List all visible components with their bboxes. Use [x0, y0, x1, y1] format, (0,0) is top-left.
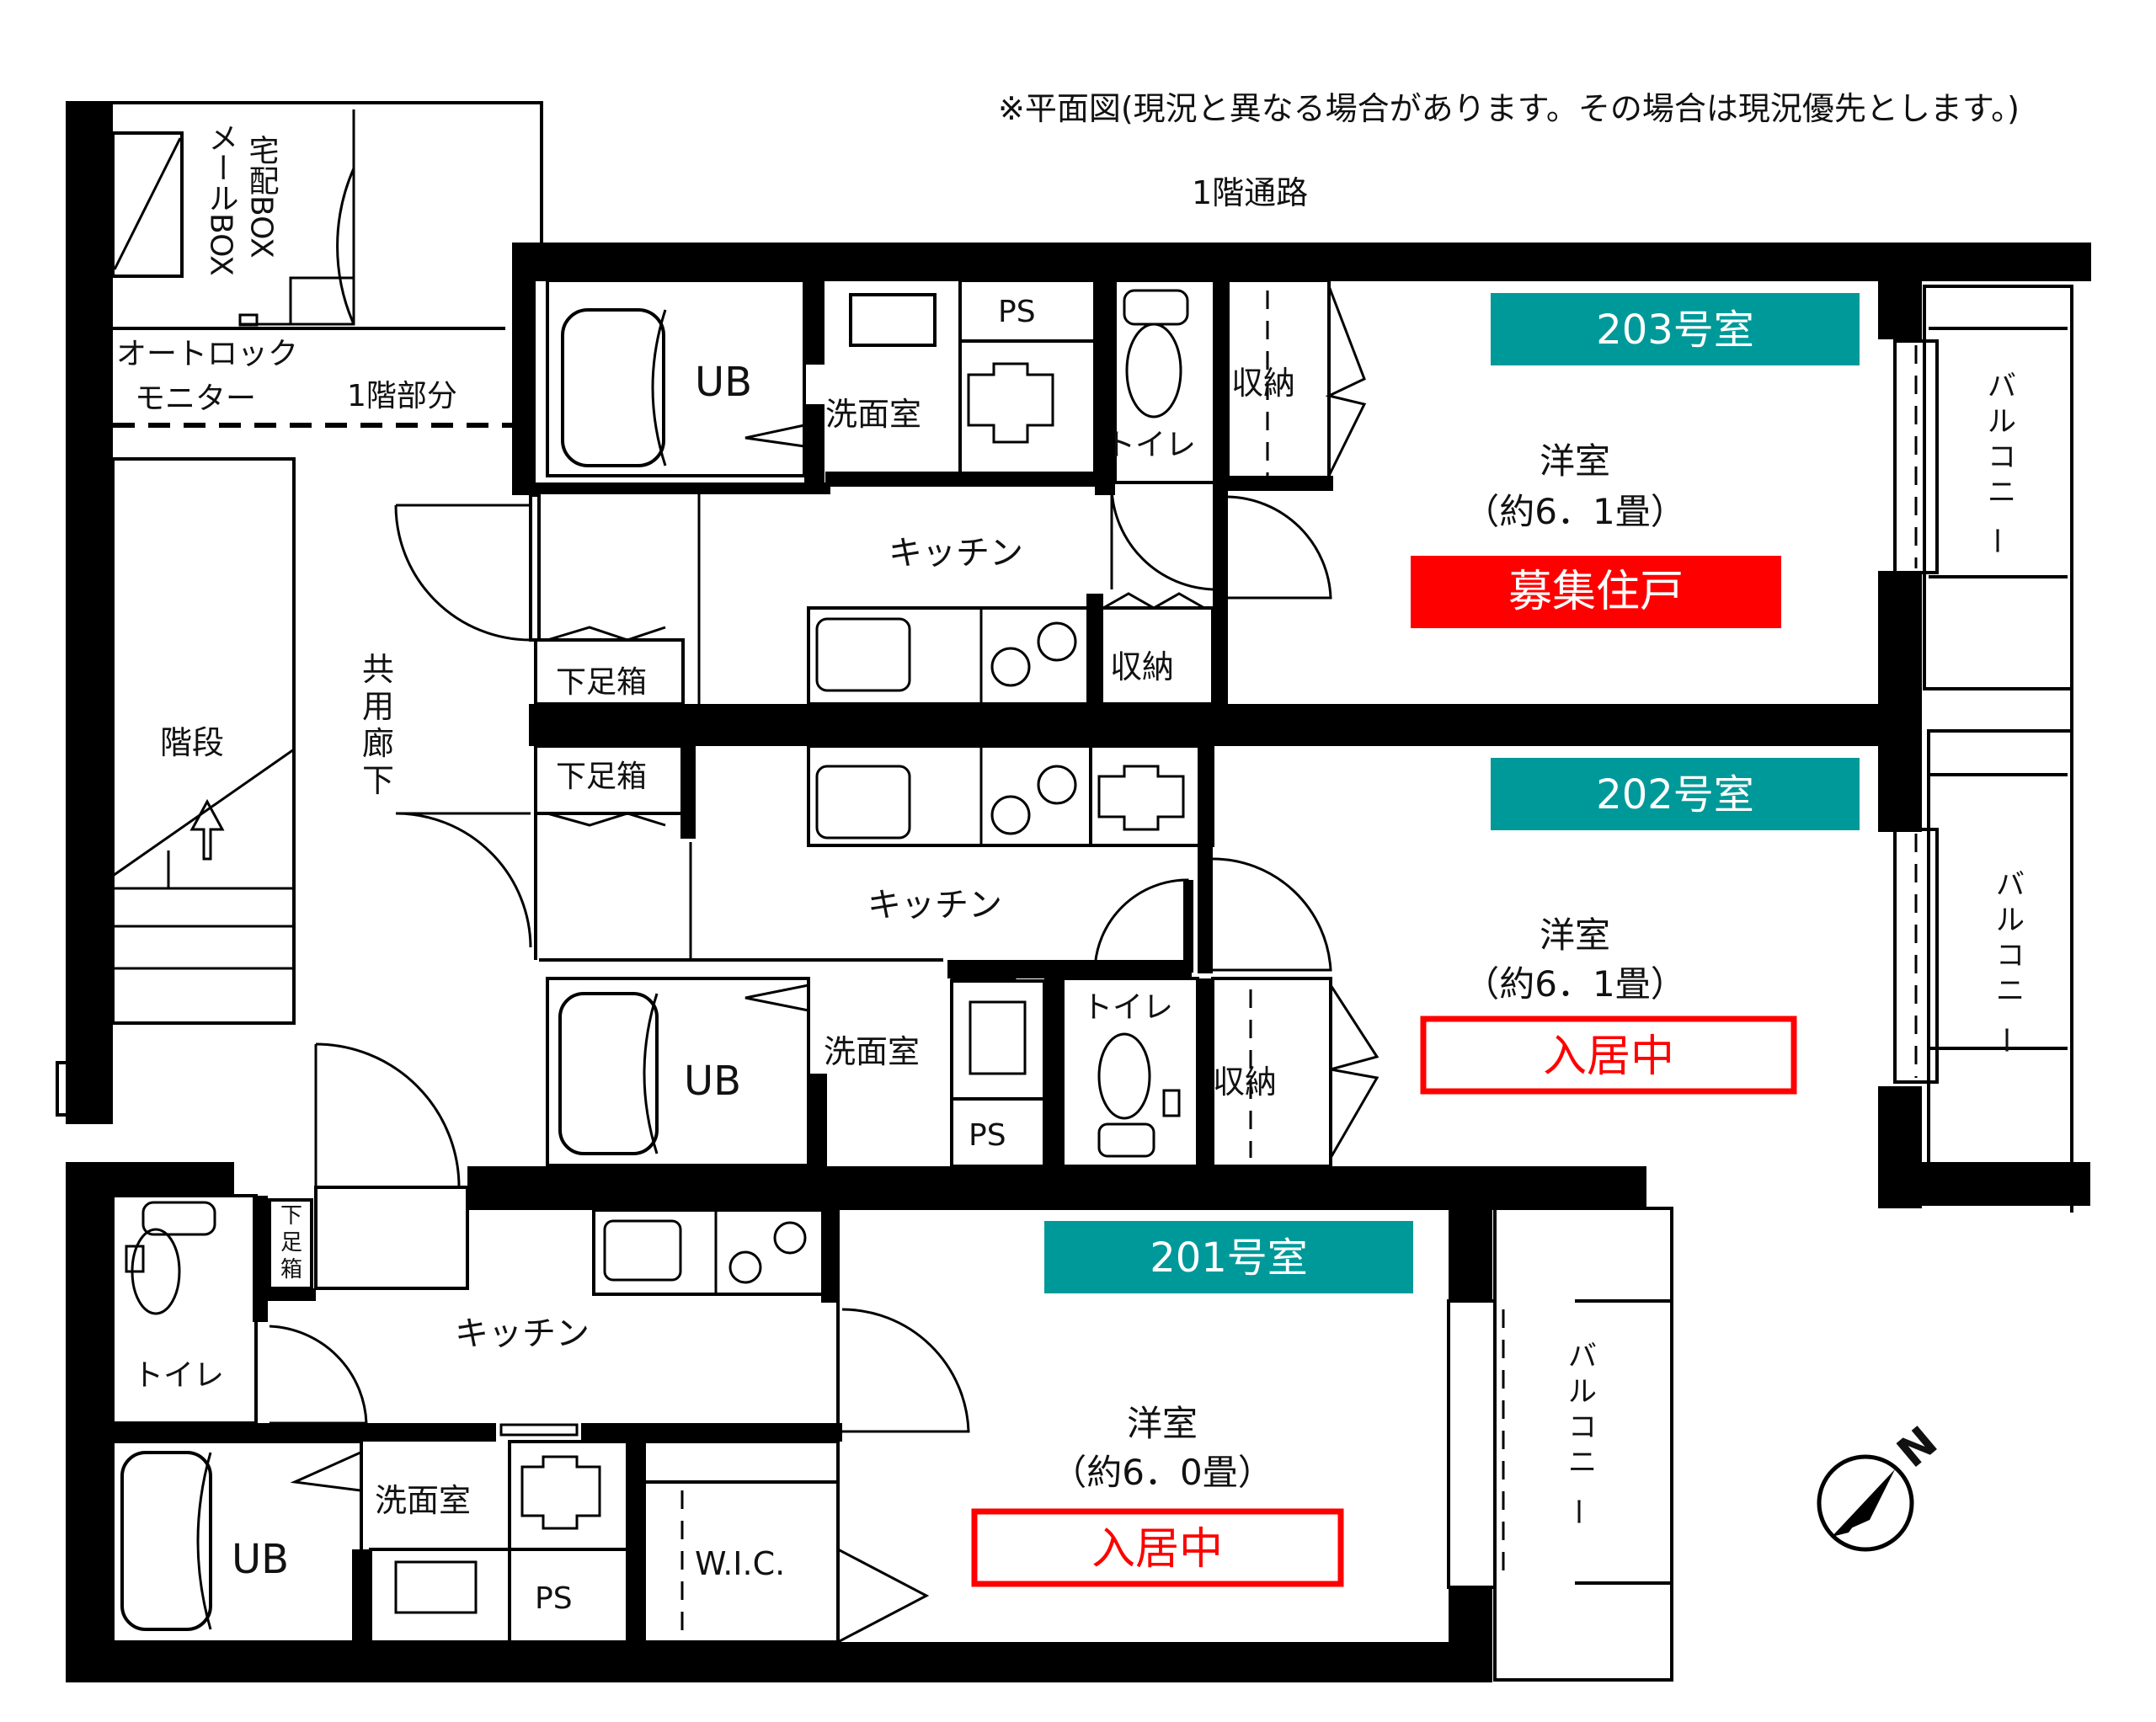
first-floor-corridor-label: 1階通路 [1192, 174, 1308, 211]
svg-text:バ: バ [1996, 868, 2025, 902]
svg-text:箱: 箱 [280, 1257, 302, 1282]
wall-203-202 [529, 704, 1919, 746]
room-201-toilet: トイレ [133, 1358, 224, 1393]
top-outer-wall [512, 243, 2091, 281]
svg-text:共: 共 [362, 651, 394, 688]
room-203-size: （約6．1畳） [1464, 491, 1685, 532]
svg-text:用: 用 [362, 688, 394, 725]
room-202-status-badge [1420, 1016, 1797, 1095]
room-203-storage-1: 収納 [1231, 365, 1295, 402]
delivery-box-label: 宅配BOX [244, 135, 279, 259]
room-201-kitchen: キッチン [455, 1314, 590, 1353]
stairs: 階段 [111, 457, 296, 1025]
svg-text:コ: コ [1988, 440, 2016, 474]
room-202-western-room: 洋室 [1540, 914, 1610, 956]
svg-text:バ: バ [1988, 370, 2016, 403]
room-202-shoe-box: 下足箱 [556, 760, 647, 794]
room-201-ps: PS [535, 1581, 573, 1616]
stairs-up-arrow-icon [189, 798, 225, 861]
svg-text:コ: コ [1568, 1410, 1597, 1444]
svg-text:足: 足 [280, 1230, 302, 1256]
room-203: UB 洗面室 PS トイレ 収納 203号室 洋室 （約6．1畳） 募集住戸 [394, 279, 2073, 707]
room-203-ps: PS [998, 295, 1036, 329]
mailbox-unit [111, 131, 184, 278]
room-203-balcony-label: バ ル コ ニ ー [1979, 370, 2016, 555]
room-202-storage: 収納 [1213, 1064, 1277, 1101]
room-201-wic: W.I.C. [695, 1545, 785, 1582]
svg-text:ニ: ニ [1996, 974, 2025, 1008]
svg-text:バ: バ [1568, 1340, 1597, 1373]
left-outer-wall [66, 101, 113, 1124]
svg-text:コ: コ [1996, 939, 2025, 973]
room-203-kitchen: キッチン [889, 534, 1023, 573]
room-202-kitchen: キッチン [867, 886, 1002, 925]
room-203-status: 募集住戸 [1508, 567, 1684, 617]
room-201-western-room: 洋室 [1127, 1403, 1198, 1444]
svg-text:ニ: ニ [1988, 476, 2016, 509]
room-201-badge [1044, 1221, 1413, 1293]
svg-text:ー: ー [1988, 1026, 2022, 1054]
common-hallway-label: 共 用 廊 下 [362, 651, 394, 799]
room-202-bath: UB [684, 1058, 741, 1105]
stairs-label: 階段 [160, 724, 224, 761]
room-202: 下足箱 キッチン UB 洗面室 PS トイレ [395, 286, 2073, 1213]
north-arrow-icon: N [1817, 1417, 1946, 1552]
svg-text:下: 下 [362, 762, 394, 799]
room-201-shoe-box: 下 足 箱 [280, 1203, 302, 1282]
room-202-badge [1491, 758, 1860, 830]
room-201-bath: UB [232, 1536, 289, 1583]
room-201-number: 201号室 [1150, 1234, 1308, 1282]
left-wall-opening [56, 1061, 113, 1117]
room-202-washroom: 洗面室 [824, 1033, 920, 1070]
room-201-size: （約6．0畳） [1051, 1452, 1273, 1493]
bottom-outer-wall [66, 1642, 1492, 1682]
room-202-toilet: トイレ [1082, 990, 1173, 1025]
svg-text:ニ: ニ [1568, 1446, 1597, 1479]
room-202-number: 202号室 [1596, 771, 1754, 818]
room-201: トイレ 下 足 箱 キッチン UB [111, 1042, 1673, 1682]
room-203-storage-2: 収納 [1110, 648, 1174, 685]
mail-box-label: メールBOX [204, 122, 238, 276]
svg-text:ル: ル [1996, 904, 2025, 937]
floor-plan-notice: ※平面図(現況と異なる場合があります。その場合は現況優先とします。) [998, 90, 2020, 127]
autolock-label-2: モニター [135, 381, 256, 416]
svg-text:ル: ル [1568, 1375, 1597, 1409]
svg-text:ル: ル [1988, 405, 2016, 439]
svg-text:ー: ー [1979, 526, 2013, 555]
room-201-washroom: 洗面室 [375, 1482, 471, 1519]
svg-text:下: 下 [280, 1203, 302, 1229]
room-203-toilet: トイレ [1105, 428, 1196, 462]
room-203-bath: UB [695, 359, 752, 406]
room-202-ps: PS [969, 1118, 1006, 1153]
autolock-label-1: オートロック [116, 337, 298, 371]
room-203-badge [1491, 293, 1860, 365]
room-201-status: 入居中 [1091, 1524, 1223, 1575]
room-202-size: （約6．1畳） [1464, 963, 1685, 1005]
first-floor-part-label: 1階部分 [347, 379, 457, 413]
room-203-western-room: 洋室 [1540, 440, 1610, 482]
room-201-status-badge [971, 1508, 1344, 1587]
entrance-area: 宅配BOX メールBOX オートロック モニター 1階部分 [66, 101, 543, 1124]
room-203-number: 203号室 [1596, 307, 1754, 354]
room-202-balcony-label: バ ル コ ニ ー [1988, 868, 2025, 1054]
room-203-shoe-box: 下足箱 [556, 665, 647, 700]
room-203-status-badge [1411, 556, 1781, 628]
svg-text:ー: ー [1561, 1497, 1594, 1526]
room-203-washroom: 洗面室 [825, 396, 921, 433]
room-202-status: 入居中 [1543, 1032, 1674, 1082]
room-201-balcony-label: バ ル コ ニ ー [1561, 1340, 1597, 1526]
svg-text:廊: 廊 [362, 725, 394, 762]
